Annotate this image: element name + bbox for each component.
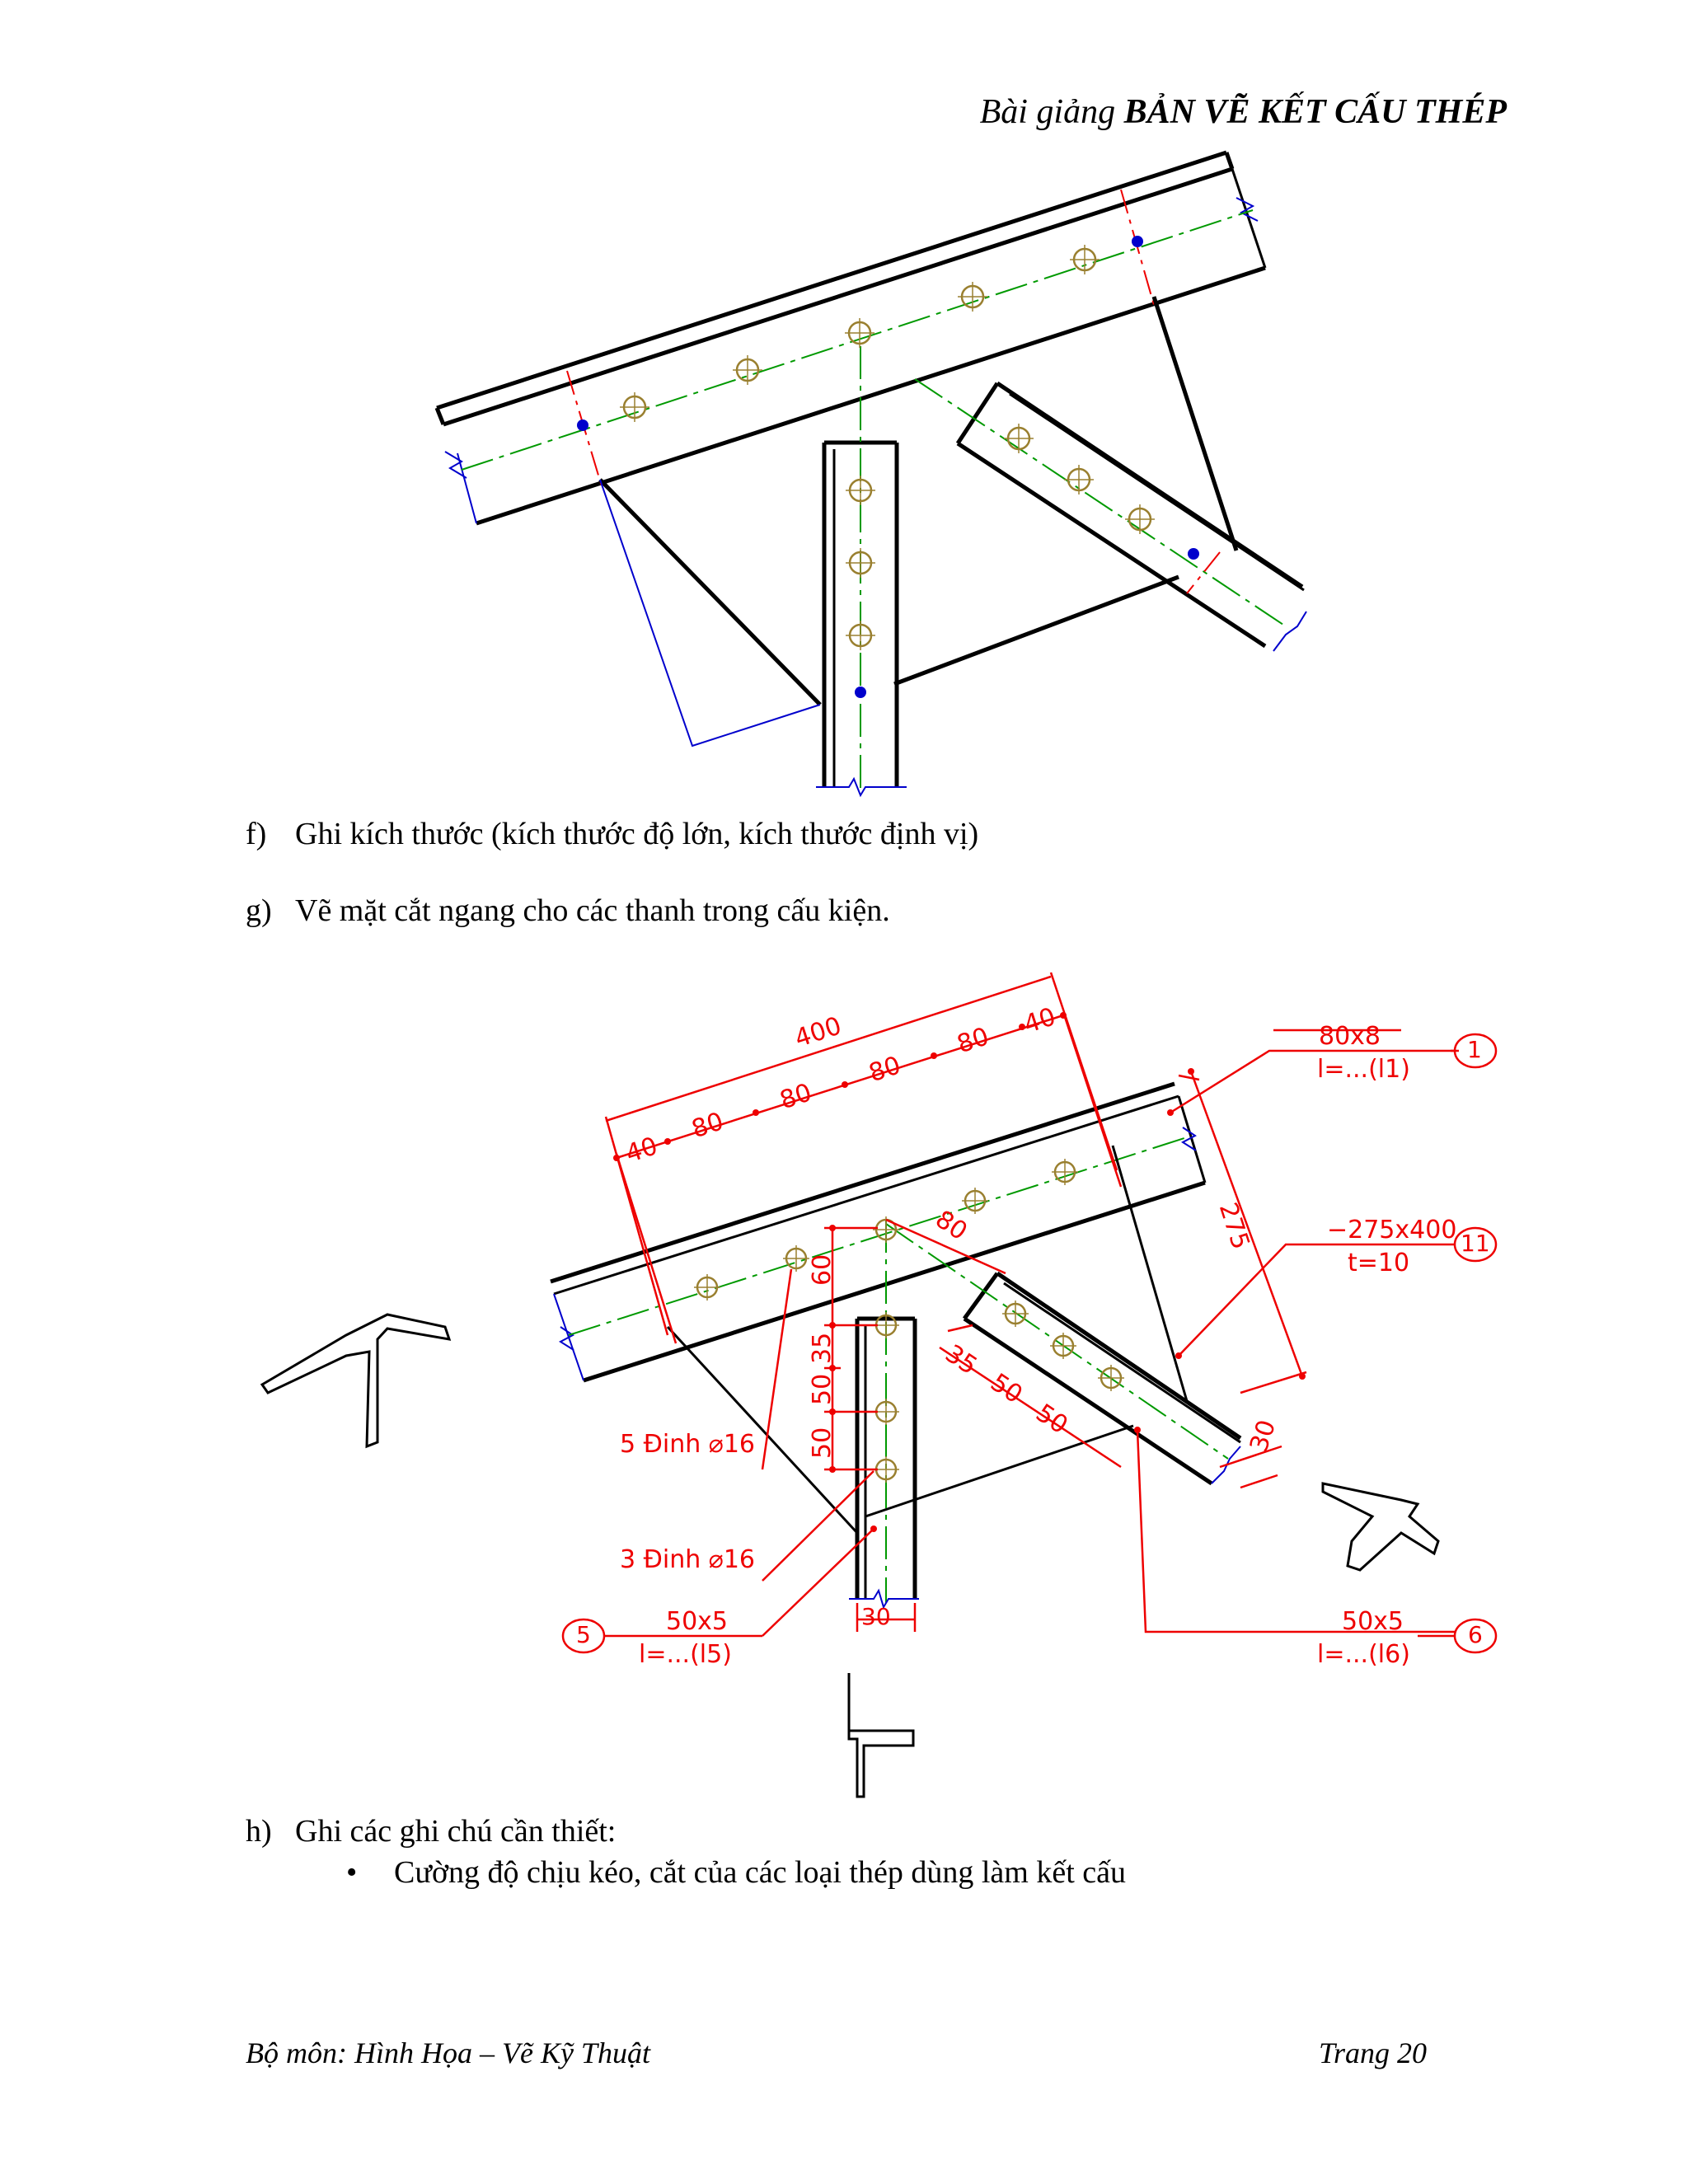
dim-60-vert: 60: [808, 1254, 837, 1286]
bubble-1: 1: [1467, 1036, 1482, 1063]
bubble-6: 6: [1468, 1621, 1483, 1648]
dim-50-vert-1: 50: [808, 1373, 837, 1405]
item-h: h) Ghi các ghi chú cần thiết:: [246, 1813, 616, 1849]
footer-page-number: Trang 20: [1319, 2036, 1428, 2069]
dim-35-vert: 35: [808, 1332, 837, 1364]
bubble-5: 5: [576, 1621, 591, 1648]
footer-left: Bộ môn: Hình Họa – Vẽ Kỹ Thuật: [246, 2036, 650, 2069]
item-g: g) Vẽ mặt cắt ngang cho các thanh trong …: [246, 893, 890, 929]
label-part-5-size: 50x5: [666, 1607, 729, 1636]
page-header: Bài giảng BẢN VẼ KẾT CẤU THÉP: [980, 92, 1507, 132]
item-h-text: Ghi các ghi chú cần thiết:: [295, 1814, 617, 1849]
label-part-1-size: 80x8: [1319, 1022, 1381, 1051]
header-prefix: Bài giảng: [979, 93, 1124, 131]
item-g-marker: g): [246, 893, 272, 928]
label-rivet-5: 5 Đinh ⌀16: [620, 1430, 756, 1459]
dim-30-bottom: 30: [861, 1603, 891, 1630]
label-rivet-3: 3 Đinh ⌀16: [620, 1545, 756, 1574]
item-f: f) Ghi kích thước (kích thước độ lớn, kí…: [246, 816, 978, 852]
bullet-icon: •: [346, 1855, 358, 1890]
label-part-11-thickness: t=10: [1348, 1249, 1410, 1277]
item-f-marker: f): [246, 817, 267, 851]
bubble-11: 11: [1461, 1230, 1490, 1257]
label-part-5-length: l=...(l5): [639, 1640, 732, 1669]
label-part-6-size: 50x5: [1342, 1607, 1404, 1636]
item-h-marker: h): [246, 1814, 272, 1849]
bullet-item: • Cường độ chịu kéo, cắt của các loại th…: [346, 1854, 1126, 1891]
label-part-1-length: l=...(l1): [1317, 1055, 1410, 1084]
item-g-text: Vẽ mặt cắt ngang cho các thanh trong cấu…: [295, 893, 890, 928]
dim-50-vert-2: 50: [808, 1427, 837, 1459]
label-part-11-size: −275x400: [1327, 1216, 1457, 1244]
header-title: BẢN VẼ KẾT CẤU THÉP: [1123, 93, 1507, 131]
bullet-text: Cường độ chịu kéo, cắt của các loại thép…: [394, 1855, 1126, 1890]
label-part-6-length: l=...(l6): [1317, 1640, 1410, 1669]
item-f-text: Ghi kích thước (kích thước độ lớn, kích …: [295, 817, 979, 851]
